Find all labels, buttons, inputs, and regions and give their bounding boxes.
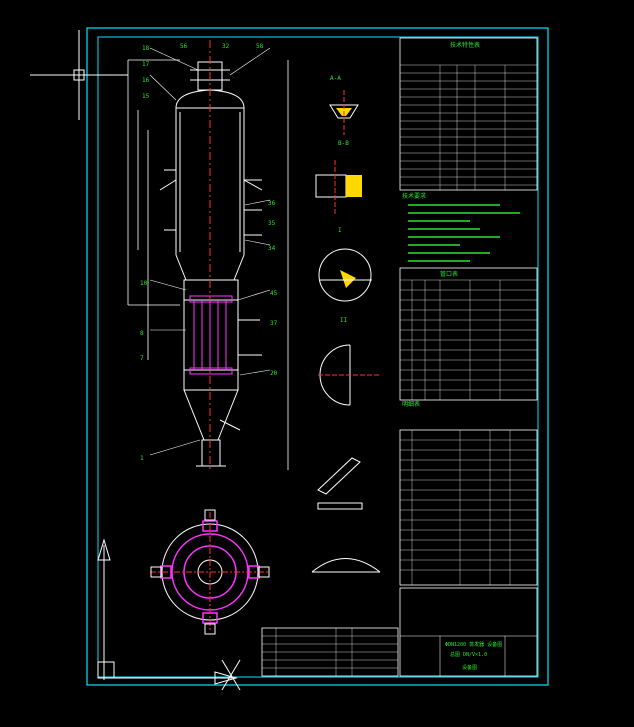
svg-text:15: 15 [142, 93, 150, 100]
detail-c-label: I [338, 227, 342, 234]
ucs-axis-icon [97, 538, 241, 691]
detail-view-e [311, 457, 381, 573]
svg-text:56: 56 [180, 43, 188, 50]
bottom-plan-view [150, 509, 270, 635]
svg-text:32: 32 [222, 43, 230, 50]
bom-table: 明细表 [399, 400, 538, 586]
revision-table [261, 627, 399, 677]
svg-text:36: 36 [268, 200, 276, 207]
title-sheet-label: 设备图 [462, 664, 477, 671]
nozzle-table: 管口表 [399, 267, 538, 401]
svg-text:58: 58 [256, 43, 264, 50]
bom-title: 明细表 [402, 400, 420, 408]
detail-a-label: A-A [330, 75, 341, 82]
drawing-frame [86, 27, 549, 686]
svg-text:34: 34 [268, 245, 276, 252]
detail-d-label: II [340, 317, 348, 324]
svg-text:17: 17 [142, 61, 150, 68]
title-name-line-1: ΦDN1200 蒸发器 设备图 [445, 641, 502, 648]
svg-text:7: 7 [140, 355, 144, 362]
svg-text:35: 35 [268, 220, 276, 227]
tube-bundle [189, 295, 233, 375]
nozzle-table-title: 管口表 [440, 270, 458, 278]
tech-spec-table: 技术特性表 [399, 37, 538, 191]
tech-spec-title: 技术特性表 [450, 41, 480, 49]
notes-block: 技术要求 [402, 192, 520, 262]
leader-lines [149, 47, 271, 456]
detail-view-a: A-A [329, 75, 359, 135]
svg-text:18: 18 [142, 45, 150, 52]
svg-text:10: 10 [140, 280, 148, 287]
detail-view-c: I [318, 227, 372, 302]
vessel-elevation-view [159, 61, 263, 467]
detail-b-label: B-B [338, 140, 349, 147]
detail-view-d: II [318, 317, 380, 406]
svg-text:16: 16 [142, 77, 150, 84]
detail-view-b: B-B [315, 140, 362, 215]
part-balloons: 18 17 16 15 56 32 58 36 35 34 45 37 20 1… [140, 43, 278, 462]
crosshair-cursor-icon[interactable] [30, 30, 128, 120]
dimension-lines [127, 59, 289, 470]
title-name-line-2: 总图 DN/V×1.0 [450, 651, 487, 658]
notes-title: 技术要求 [402, 192, 426, 200]
svg-text:1: 1 [140, 455, 144, 462]
svg-text:20: 20 [270, 370, 278, 377]
svg-text:8: 8 [140, 330, 144, 337]
title-block: ΦDN1200 蒸发器 设备图 总图 DN/V×1.0 设备图 [399, 587, 538, 677]
svg-text:45: 45 [270, 290, 278, 297]
svg-text:37: 37 [270, 320, 278, 327]
